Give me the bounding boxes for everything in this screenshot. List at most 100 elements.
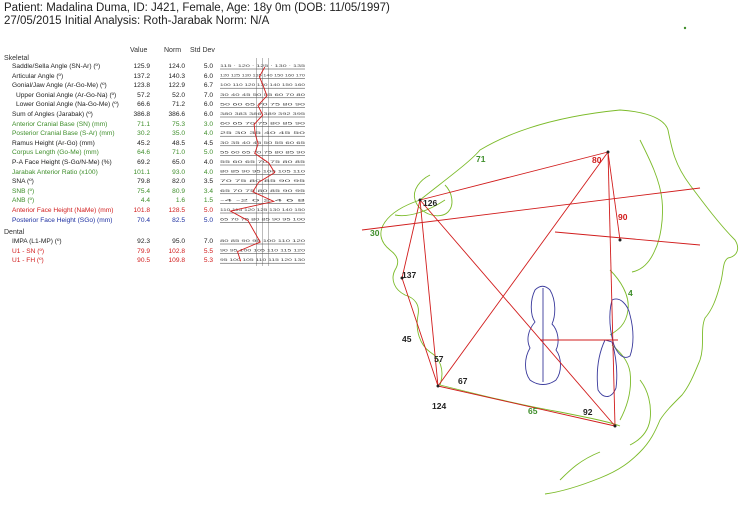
row-std-dev: 4.0 <box>203 159 213 166</box>
row-value: 386.8 <box>133 111 150 118</box>
row-norm: 71.0 <box>172 149 185 157</box>
row-std-dev: 3.0 <box>203 120 213 128</box>
teeth-outline <box>525 285 634 397</box>
row-norm: 75.3 <box>172 120 185 128</box>
row-label: Anterior Face Height (NaMe) (mm) <box>12 207 114 214</box>
angle-label-45: 45 <box>402 334 412 344</box>
row-label: Saddle/Sella Angle (SN-Ar) (º) <box>12 63 101 70</box>
row-label: U1 - SN (º) <box>12 247 45 255</box>
skull-outline <box>380 109 739 495</box>
angle-label-67: 67 <box>458 376 468 386</box>
row-label: Posterior Cranial Base (S-Ar) (mm) <box>12 130 115 138</box>
row-norm: 48.5 <box>172 139 185 147</box>
row-label: Articular Angle (º) <box>12 72 64 80</box>
angle-label-126: 126 <box>423 198 437 208</box>
section-skeletal: Skeletal <box>4 55 29 62</box>
row-value: 79.8 <box>137 178 150 186</box>
row-label: SNA (º) <box>12 178 34 186</box>
row-norm: 82.0 <box>172 178 185 186</box>
table-row: Ramus Height (Ar-Go) (mm) 45.2 48.5 4.5 <box>12 139 213 148</box>
row-label: P-A Face Height (S-Go/N-Me) (%) <box>12 159 112 166</box>
row-std-dev: 6.0 <box>203 111 213 118</box>
row-label: Upper Gonial Angle (Ar-Go-Na) (º) <box>16 91 117 99</box>
angle-label-30: 30 <box>370 228 380 238</box>
angle-label-57: 57 <box>434 354 444 364</box>
row-label: Anterior Cranial Base (SN) (mm) <box>12 120 108 128</box>
row-std-dev: 5.5 <box>203 247 213 255</box>
row-norm: 109.8 <box>168 257 185 265</box>
row-norm: 95.0 <box>172 238 185 245</box>
row-std-dev: 7.0 <box>203 91 213 99</box>
table-row: Anterior Face Height (NaMe) (mm) 101.8 128… <box>12 206 213 215</box>
section-dental: Dental <box>4 229 25 236</box>
row-norm: 1.6 <box>175 197 185 205</box>
row-norm: 124.0 <box>168 63 185 70</box>
row-std-dev: 4.0 <box>203 168 213 176</box>
row-norm: 52.0 <box>172 91 185 99</box>
row-value: 57.2 <box>137 91 150 99</box>
row-value: 137.2 <box>133 72 150 80</box>
row-value: 90.5 <box>137 257 150 265</box>
row-label: Ramus Height (Ar-Go) (mm) <box>12 139 95 147</box>
angle-label-65: 65 <box>528 406 538 416</box>
row-std-dev: 3.5 <box>203 178 213 186</box>
row-value: 101.8 <box>133 207 150 214</box>
analysis-lines <box>361 151 701 427</box>
row-norm: 71.2 <box>172 101 185 109</box>
row-value: 70.4 <box>137 216 150 224</box>
table-row: SNA (º) 79.8 82.0 3.5 <box>12 177 213 186</box>
row-value: 123.8 <box>133 82 150 90</box>
angle-label-92: 92 <box>583 407 593 417</box>
row-norm: 102.8 <box>168 247 185 255</box>
row-value: 30.2 <box>137 130 150 138</box>
row-label: Gonial/Jaw Angle (Ar-Go-Me) (º) <box>12 82 107 90</box>
row-norm: 128.5 <box>168 207 185 214</box>
row-norm: 80.9 <box>172 187 185 195</box>
row-std-dev: 7.0 <box>203 238 213 245</box>
patient-info: Patient: Madalina Duma, ID: J421, Female… <box>4 2 390 14</box>
row-label: SNB (º) <box>12 187 35 195</box>
row-norm: 140.3 <box>168 72 185 80</box>
table-row: Anterior Cranial Base (SN) (mm) 71.1 75.3 3… <box>12 120 213 129</box>
row-value: 4.4 <box>140 197 150 205</box>
row-std-dev: 6.0 <box>203 101 213 109</box>
landmark-points <box>400 26 687 428</box>
angle-label-71: 71 <box>476 154 486 164</box>
row-value: 45.2 <box>137 139 150 147</box>
row-label: Jarabak Anterior Ratio (x100) <box>12 168 98 176</box>
column-header-norm: Norm <box>164 47 182 54</box>
row-norm: 82.5 <box>172 216 185 224</box>
row-label: ANB (º) <box>12 197 35 205</box>
table-row: Articular Angle (º) 137.2 140.3 6.0 <box>12 72 213 81</box>
row-value: 71.1 <box>137 120 150 128</box>
deviation-polyline <box>229 66 276 262</box>
angle-label-124: 124 <box>432 401 446 411</box>
row-norm: 386.6 <box>168 111 185 118</box>
row-std-dev: 5.0 <box>203 207 213 214</box>
row-norm: 93.0 <box>172 168 185 176</box>
row-std-dev: 6.0 <box>203 72 213 80</box>
column-header-value: Value <box>130 47 148 54</box>
row-label: Corpus Length (Go-Me) (mm) <box>12 149 99 157</box>
angle-label-4: 4 <box>628 288 633 298</box>
row-value: 75.4 <box>137 187 150 195</box>
angle-label-90: 90 <box>618 212 628 222</box>
row-std-dev: 4.0 <box>203 130 213 138</box>
row-std-dev: 4.5 <box>203 139 213 147</box>
row-label: IMPA (L1-MP) (º) <box>12 238 62 245</box>
row-value: 69.2 <box>137 159 150 166</box>
analysis-info: 27/05/2015 Initial Analysis: Roth-Jaraba… <box>4 15 270 27</box>
